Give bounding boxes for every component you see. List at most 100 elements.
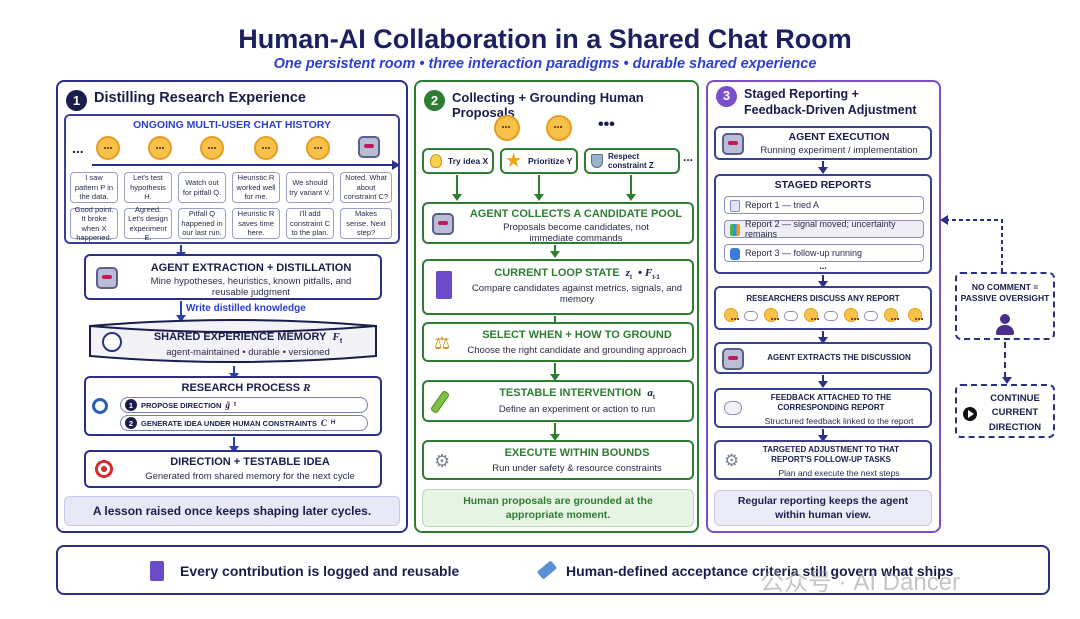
select-ground-title: SELECT WHEN + HOW TO GROUND: [482, 329, 672, 341]
user-avatar-icon: [254, 136, 278, 160]
chat-message: Pitfall Q happened in our last run.: [178, 208, 226, 239]
agent-extraction-desc: Mine hypotheses, heuristics, known pitfa…: [150, 276, 352, 299]
speech-bubble-icon: [724, 401, 742, 415]
person-icon: [995, 314, 1015, 336]
speech-bubble-icon: [744, 311, 758, 321]
test-tube-icon: [429, 389, 451, 415]
flow-arrow: [1002, 342, 1012, 384]
flow-arrow: [626, 175, 636, 201]
speech-bubble-icon: [864, 311, 878, 321]
chat-message: Let's test hypothesis H.: [124, 172, 172, 203]
proposals-ellipsis: ...: [683, 150, 694, 164]
flow-arrow: [229, 437, 239, 453]
flow-arrow: [818, 161, 828, 174]
select-ground-desc: Choose the right candidate and grounding…: [467, 345, 687, 356]
flow-arrow: [452, 175, 462, 201]
chat-ellipsis: ...: [72, 140, 84, 156]
chat-message: Noted. What about constraint C?: [340, 172, 392, 203]
panel-2-number: 2: [424, 90, 445, 111]
chat-message: Watch out for pitfall Q.: [178, 172, 226, 203]
chat-message: Agreed. Let's design experiment E.: [124, 205, 172, 242]
user-avatar-icon: [306, 136, 330, 160]
flow-arrow: [534, 175, 544, 201]
chat-message: Makes sense. Next step?: [340, 208, 392, 239]
flow-arrow: [550, 363, 560, 381]
page-subtitle: One persistent room • three interaction …: [273, 56, 817, 72]
targeted-adjustment-box: ⚙ TARGETED ADJUSTMENT TO THAT REPORT'S F…: [714, 440, 932, 480]
watermark: 公众号 · AI Dancer: [760, 569, 961, 596]
gear-icon: ⚙: [724, 451, 740, 470]
refresh-icon: [730, 248, 740, 260]
execute-bounds-title: EXECUTE WITHIN BOUNDS: [504, 447, 650, 459]
magnifier-icon: [92, 398, 108, 414]
continue-direction-text: CONTINUE CURRENT DIRECTION: [988, 393, 1042, 433]
robot-agent-icon: [358, 136, 380, 158]
panel-2-title: Collecting + Grounding Human Proposals: [452, 90, 644, 120]
robot-agent-icon: [432, 213, 454, 235]
chat-message: I saw pattern P in the data.: [70, 172, 118, 203]
researchers-discuss-title: RESEARCHERS DISCUSS ANY REPORT: [746, 294, 900, 303]
panel-3-footer: Regular reporting keeps the agent within…: [714, 490, 932, 526]
document-icon: [730, 200, 740, 212]
lightbulb-icon: [430, 154, 442, 168]
chat-message: Heuristic R saves time here.: [232, 208, 280, 239]
research-process-title: RESEARCH PROCESS R: [181, 382, 311, 394]
candidate-pool-box: AGENT COLLECTS A CANDIDATE POOL Proposal…: [422, 202, 694, 244]
flow-arrow: [818, 275, 828, 288]
user-avatar-icon: [724, 308, 739, 322]
agent-execution-title: AGENT EXECUTION: [788, 131, 890, 143]
proposal-prioritize: ★ Prioritize Y: [500, 148, 578, 174]
shield-icon: [591, 154, 603, 168]
direction-desc: Generated from shared memory for the nex…: [145, 471, 355, 482]
feedback-loop-arrow: [940, 215, 1003, 272]
user-avatar-icon: [764, 308, 779, 322]
shared-memory-desc: agent-maintained • durable • versioned: [166, 347, 330, 358]
staged-reports-title: STAGED REPORTS: [774, 179, 872, 191]
reports-ellipsis: ...: [819, 261, 827, 271]
flow-arrow: [818, 331, 828, 344]
robot-agent-icon: [722, 348, 744, 370]
agent-execution-box: AGENT EXECUTION Running experiment / imp…: [714, 126, 932, 160]
user-avatar-icon: [908, 308, 923, 322]
user-avatar-icon: [96, 136, 120, 160]
footer-acceptance: Human-defined acceptance criteria still …: [566, 563, 954, 579]
user-avatar-icon: [884, 308, 899, 322]
panel-2-footer: Human proposals are grounded at the appr…: [422, 489, 694, 527]
feedback-attached-title: FEEDBACK ATTACHED TO THE CORRESPONDING R…: [770, 393, 892, 412]
user-avatar-icon: [148, 136, 172, 160]
brain-icon: [102, 332, 122, 352]
user-avatar-icon: [804, 308, 819, 322]
panel-1-number: 1: [66, 90, 87, 111]
agent-execution-desc: Running experiment / implementation: [760, 145, 918, 156]
targeted-adjustment-desc: Plan and execute the next steps: [778, 468, 900, 478]
agent-extracts-title: AGENT EXTRACTS THE DISCUSSION: [767, 353, 911, 362]
users-ellipsis: •••: [598, 116, 615, 133]
staged-reports-box: STAGED REPORTS Report 1 — tried A Report…: [714, 174, 932, 274]
play-icon: [963, 407, 977, 421]
direction-box: DIRECTION + TESTABLE IDEA Generated from…: [84, 450, 382, 488]
proposal-try-idea: Try idea X: [422, 148, 494, 174]
flow-arrow: [818, 429, 828, 442]
report-item-highlighted: Report 2 — signal moved; uncertainty rem…: [724, 219, 924, 239]
process-step-generate: 2 GENERATE IDEA UNDER HUMAN CONSTRAINTS …: [120, 415, 368, 431]
scales-icon: ⚖: [434, 333, 451, 353]
execute-bounds-box: ⚙ EXECUTE WITHIN BOUNDS Run under safety…: [422, 440, 694, 480]
panel-3-title: Staged Reporting + Feedback-Driven Adjus…: [744, 87, 917, 118]
researchers-discuss-box: RESEARCHERS DISCUSS ANY REPORT: [714, 286, 932, 330]
research-process-box: RESEARCH PROCESS R 1 PROPOSE DIRECTION ĝ…: [84, 376, 382, 436]
targeted-adjustment-title: TARGETED ADJUSTMENT TO THAT REPORT'S FOL…: [762, 445, 900, 464]
testable-intervention-title: TESTABLE INTERVENTION at: [499, 387, 655, 402]
panel-1-header: 1 Distilling Research Experience: [66, 90, 306, 111]
chat-history-heading: ONGOING MULTI-USER CHAT HISTORY: [133, 119, 331, 131]
report-item: Report 1 — tried A: [724, 196, 924, 214]
bar-chart-icon: [730, 224, 740, 236]
user-avatar-icon: [546, 115, 572, 141]
gear-icon: ⚙: [434, 451, 451, 471]
loop-state-box: CURRENT LOOP STATE zt • Ft-1 Compare can…: [422, 259, 694, 315]
proposal-respect-constraint: Respect constraint Z: [584, 148, 680, 174]
user-avatar-icon: [494, 115, 520, 141]
server-icon: [436, 271, 452, 299]
panel-staged-reporting: 3 Staged Reporting + Feedback-Driven Adj…: [706, 80, 941, 533]
user-avatar-icon: [200, 136, 224, 160]
